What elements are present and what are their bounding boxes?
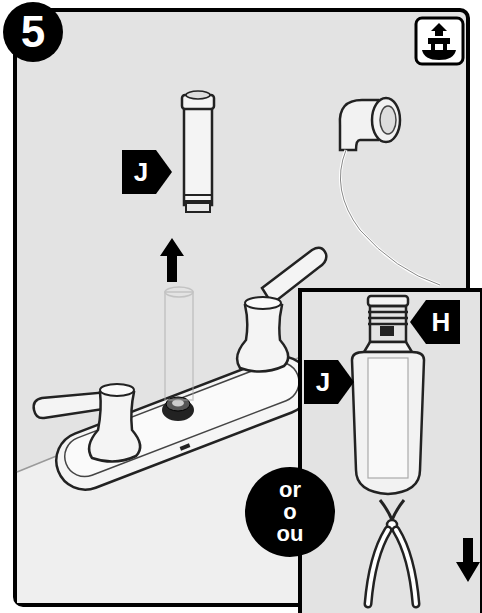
part-callout: J (304, 360, 354, 404)
label-text: H (420, 309, 451, 335)
ghost-part (165, 287, 193, 400)
label-text: or o ou (277, 479, 304, 545)
install-icon (416, 18, 463, 64)
label-text: J (316, 369, 342, 395)
label-text: J (134, 159, 160, 185)
left-handle (34, 384, 141, 462)
down-arrow (456, 538, 480, 582)
pliers (368, 500, 416, 604)
part-callout: J (122, 150, 172, 194)
spout-tube (182, 91, 214, 212)
alternative-badge: or o ou (245, 467, 335, 557)
up-arrow (160, 238, 184, 282)
inset-panel (300, 290, 482, 613)
step-number: 5 (3, 2, 63, 62)
label-text: 5 (21, 10, 45, 54)
part-callout: H (410, 300, 460, 344)
side-sprayer (340, 98, 440, 285)
